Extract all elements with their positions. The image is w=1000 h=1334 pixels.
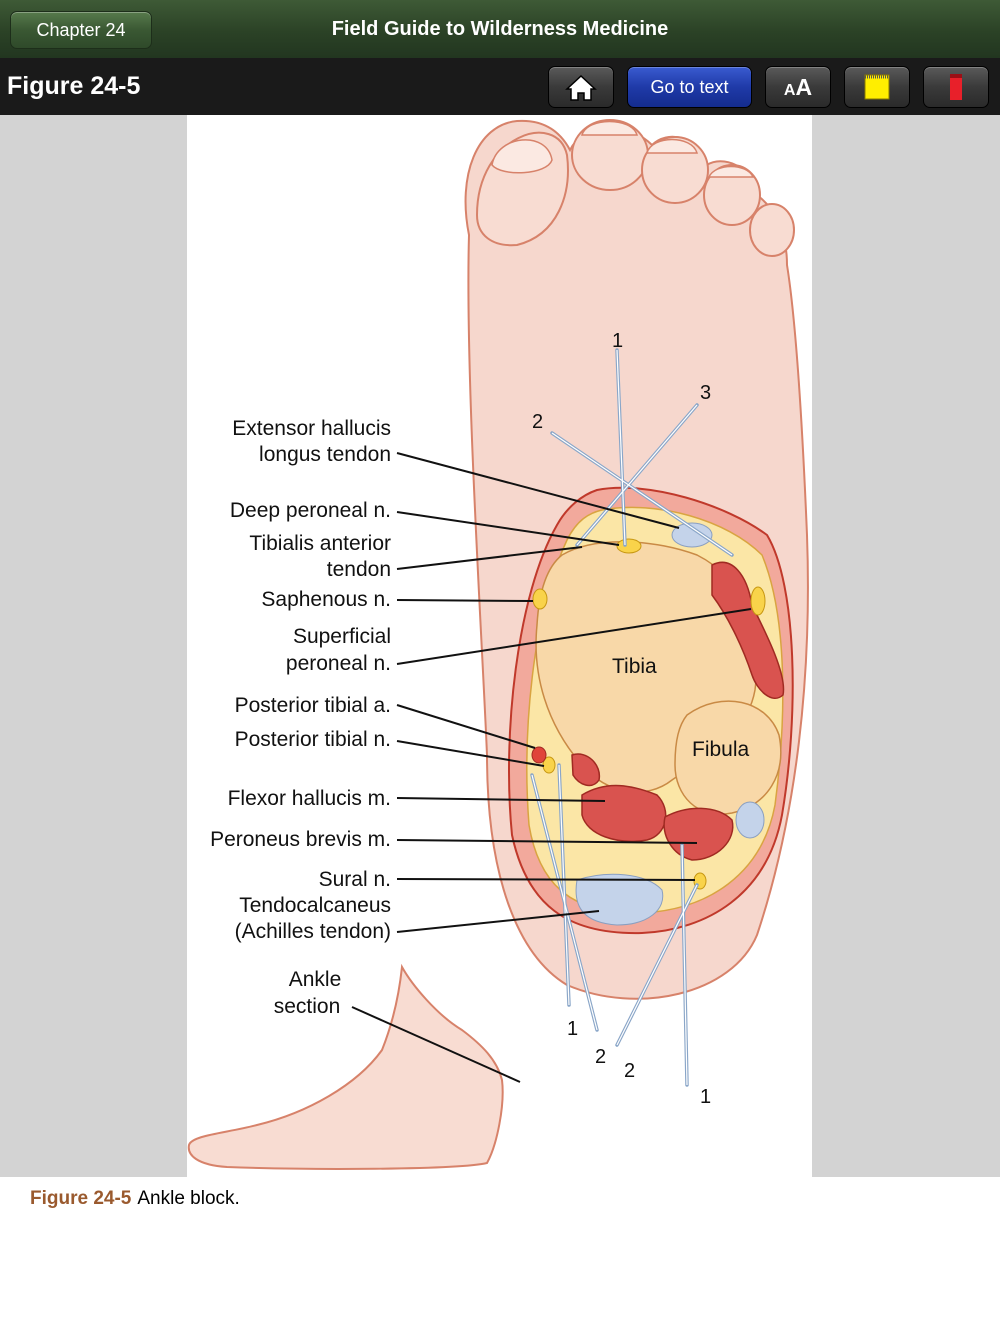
posterior-tibial-artery-shape: [531, 746, 547, 764]
needle-number-bottom-1a: 1: [567, 1018, 578, 1040]
small-muscle: [571, 753, 601, 787]
label-tibialis-anterior-1: Tibialis anterior: [249, 532, 391, 555]
big-toe-nail: [491, 139, 553, 174]
peroneus-muscle-upper: [711, 561, 785, 699]
label-superficial-peroneal-2: peroneal n.: [286, 652, 391, 675]
go-to-text-button[interactable]: Go to text: [627, 66, 752, 108]
needle-number-top-3: 3: [700, 382, 711, 404]
text-size-large-glyph: A: [795, 74, 813, 100]
needle-number-top-1: 1: [612, 330, 623, 352]
figure-toolbar: Figure 24-5 Go to text AA: [0, 58, 1000, 115]
needle-number-bottom-2a: 2: [595, 1046, 606, 1068]
peroneus-tendon-shape: [735, 801, 765, 839]
superficial-peroneal-nerve-shape: [750, 586, 766, 616]
home-button[interactable]: [548, 66, 614, 108]
needle-number-bottom-1b: 1: [700, 1086, 711, 1108]
fifth-toe: [749, 203, 795, 257]
label-posterior-tibial-nerve: Posterior tibial n.: [235, 728, 391, 751]
label-posterior-tibial-artery: Posterior tibial a.: [235, 694, 391, 717]
figure-title: Figure 24-5: [7, 72, 141, 100]
label-saphenous: Saphenous n.: [261, 588, 391, 611]
note-button[interactable]: [844, 66, 910, 108]
label-peroneus-brevis: Peroneus brevis m.: [210, 828, 391, 851]
ankle-block-illustration: Extensor hallucis longus tendon Deep per…: [187, 119, 809, 1170]
fourth-toe: [703, 164, 761, 226]
third-toe-nail: [646, 138, 698, 154]
label-sural: Sural n.: [319, 868, 391, 891]
navigation-bar: Chapter 24 Field Guide to Wilderness Med…: [0, 0, 1000, 59]
achilles-tendon-shape: [575, 873, 664, 926]
figure-canvas: Extensor hallucis longus tendon Deep per…: [187, 115, 812, 1177]
chapter-back-button[interactable]: Chapter 24: [10, 11, 152, 49]
needle-number-top-2: 2: [532, 411, 543, 433]
label-tibialis-anterior-2: tendon: [327, 558, 391, 581]
fourth-toe-nail: [707, 165, 755, 178]
bookmark-button[interactable]: [923, 66, 989, 108]
text-size-button[interactable]: AA: [765, 66, 831, 108]
label-ankle-section-1: Ankle: [289, 968, 342, 991]
second-toe-nail: [581, 120, 638, 136]
leader-lines: [351, 452, 752, 1083]
needle-highlights: [531, 349, 733, 1086]
label-extensor-hallucis-2: longus tendon: [259, 443, 391, 466]
label-deep-peroneal: Deep peroneal n.: [230, 499, 391, 522]
figure-viewer: Extensor hallucis longus tendon Deep per…: [0, 115, 1000, 1177]
deep-peroneal-nerve-shape: [616, 538, 642, 554]
label-flexor-hallucis: Flexor hallucis m.: [228, 787, 391, 810]
home-icon: [565, 74, 597, 101]
side-view-foot: [187, 963, 504, 1170]
caption-text: Ankle block.: [137, 1188, 240, 1209]
caption-figure-number: Figure 24-5: [30, 1188, 132, 1209]
label-fibula: Fibula: [692, 738, 750, 761]
label-tendocalcaneus-1: Tendocalcaneus: [239, 894, 391, 917]
label-tendocalcaneus-2: (Achilles tendon): [235, 920, 391, 943]
label-tibia: Tibia: [612, 655, 657, 678]
extensor-tendon-shape: [671, 522, 713, 548]
bookmark-icon: [950, 74, 962, 100]
label-ankle-section-2: section: [274, 995, 341, 1018]
saphenous-nerve-shape: [532, 588, 548, 610]
text-size-small-glyph: A: [783, 82, 796, 99]
label-superficial-peroneal-1: Superficial: [293, 625, 391, 648]
label-extensor-hallucis-1: Extensor hallucis: [232, 417, 391, 440]
needle-number-bottom-2b: 2: [624, 1060, 635, 1082]
note-icon: [864, 74, 890, 100]
